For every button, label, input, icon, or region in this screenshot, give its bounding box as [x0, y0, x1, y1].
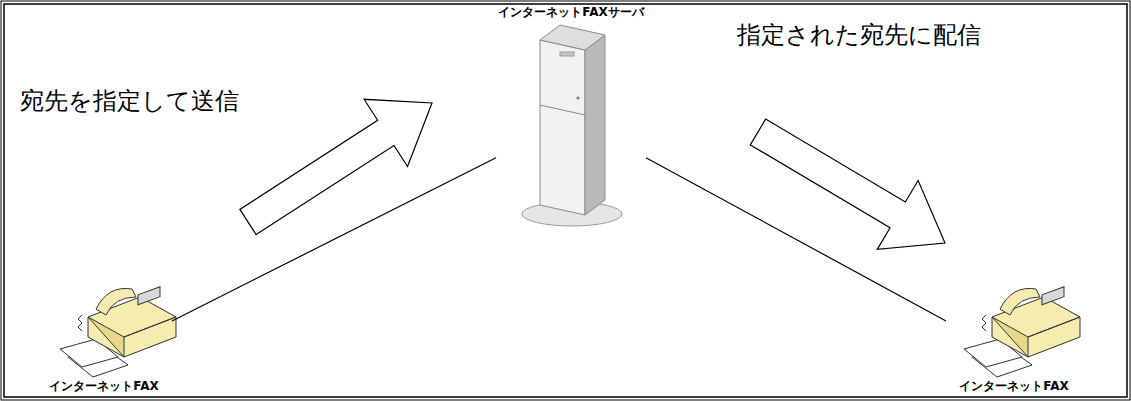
ring-mark [982, 315, 986, 331]
block-arrow [750, 119, 945, 249]
server-slot [560, 52, 574, 56]
server-led [577, 97, 580, 100]
inner-frame [4, 4, 1127, 397]
fax-node: インターネットFAX [36, 280, 172, 394]
server-side [585, 35, 605, 215]
ring-mark [78, 315, 82, 331]
server-illustration [522, 25, 622, 226]
fax-keypad [138, 287, 160, 305]
node-label: インターネットFAX [959, 378, 1068, 394]
edge-label: 宛先を指定して送信 [20, 86, 239, 116]
fax-node: インターネットFAX [946, 280, 1082, 394]
connector [172, 99, 496, 321]
fax-handset [96, 288, 136, 315]
fax-body-edge [992, 317, 1080, 357]
fax-illustration [60, 287, 176, 377]
server-panel-line [540, 105, 585, 115]
fax-keypad [1042, 287, 1064, 305]
server-top [540, 25, 605, 50]
connector-line [646, 158, 946, 321]
server-node: インターネットFAXサーバ [496, 4, 646, 230]
connector-line [172, 158, 496, 321]
fax-handset [1000, 288, 1040, 315]
node-label: インターネットFAXサーバ [498, 4, 643, 20]
fax-illustration [964, 287, 1080, 377]
fax-body-edge [88, 317, 176, 357]
edge-label: 指定された宛先に配信 [737, 20, 981, 50]
connector [646, 119, 946, 321]
node-label: インターネットFAX [49, 378, 158, 394]
block-arrow [240, 99, 432, 234]
server-front [540, 40, 585, 215]
